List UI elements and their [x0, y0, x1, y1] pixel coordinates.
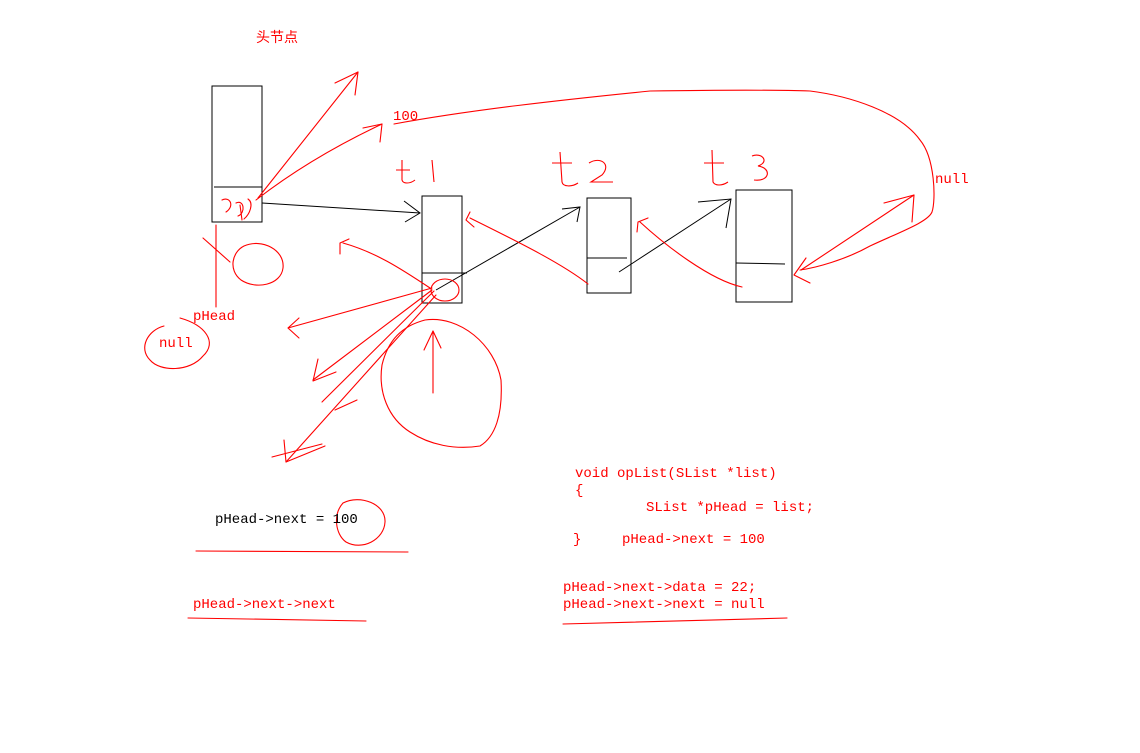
- circle-100-left: [232, 242, 284, 286]
- code-line-3: SList *pHead = list;: [646, 500, 815, 516]
- node-t3-divider: [735, 262, 786, 265]
- large-circle-scribble: [380, 318, 502, 448]
- code-line-2: {: [575, 483, 584, 499]
- head-node-scribble: [221, 198, 252, 221]
- head-node-label: 头节点: [256, 30, 298, 46]
- red-arrows-from-t1: [271, 238, 437, 463]
- t2-letter-mark: [552, 151, 613, 187]
- red-loop-curve: [393, 89, 935, 271]
- node-t3-box: [735, 189, 793, 303]
- assign-next-value: 100: [332, 512, 358, 528]
- red-arrow-up-to-t1: [423, 330, 442, 394]
- next-next-note: pHead->next->next: [193, 597, 336, 613]
- assign-next-note: pHead->next = 100: [215, 513, 358, 527]
- phead-pointer: [202, 224, 231, 308]
- circle-assign-100: [336, 499, 386, 546]
- null-right-label: null: [935, 172, 969, 188]
- node-t1-box: [421, 195, 463, 304]
- arrow-t1-to-t2: [435, 206, 581, 291]
- underline-code: [562, 617, 788, 625]
- red-arrow-head-up: [257, 71, 359, 199]
- red-arrow-t3-to-t2: [636, 217, 743, 288]
- code-line-5: pHead->next = 100: [622, 532, 765, 548]
- head-node-box: [211, 85, 263, 223]
- underline-next-next: [187, 617, 367, 622]
- underline-assign: [195, 550, 409, 553]
- null-left-label: null: [159, 336, 193, 352]
- code-line-1: void opList(SList *list): [575, 466, 777, 482]
- circle-null-left: [144, 317, 210, 370]
- red-arrow-to-t3: [793, 194, 915, 284]
- code-line-4: }: [573, 532, 582, 548]
- arrow-t2-to-t3: [618, 198, 732, 273]
- red-arrow-head-to-100: [255, 123, 383, 201]
- node-t2-box: [586, 197, 632, 294]
- t3-letter-mark: [704, 149, 768, 186]
- code-line-7: pHead->next->next = null: [563, 597, 765, 613]
- arrow-head-to-t1: [261, 200, 421, 223]
- t1-letter-mark: [396, 159, 435, 184]
- code-line-6: pHead->next->data = 22;: [563, 580, 757, 596]
- circle-t1-next: [430, 278, 460, 302]
- assign-next-text: pHead->next =: [215, 512, 333, 528]
- red-arrow-t2-to-t1: [465, 211, 589, 285]
- phead-label: pHead: [193, 309, 236, 325]
- value-100-label: 100: [393, 109, 419, 125]
